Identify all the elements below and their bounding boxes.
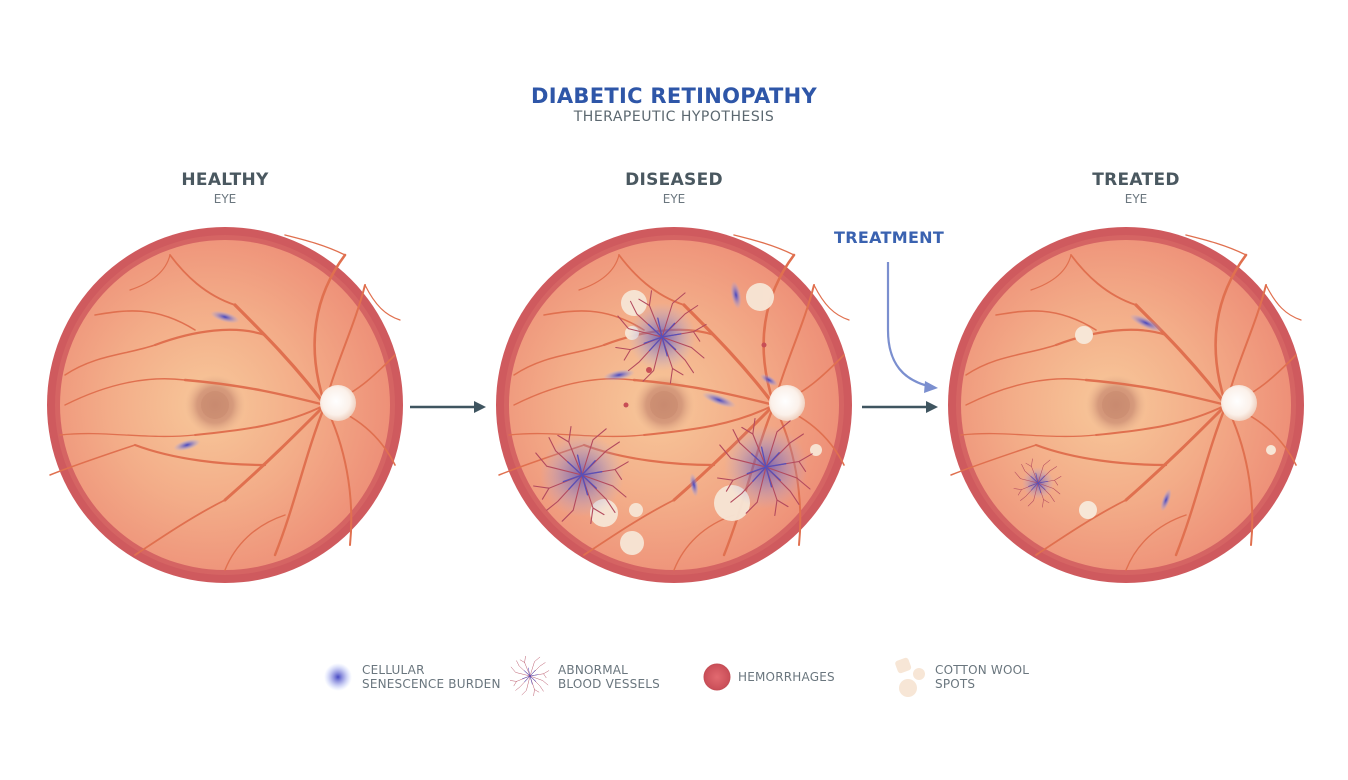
legend-cotton-wool-line2: SPOTS xyxy=(935,677,976,691)
legend-hemorrhages-line1: HEMORRHAGES xyxy=(738,670,835,684)
treatment-label: TREATMENT xyxy=(834,228,945,247)
treated-cotton-wool-spots xyxy=(1075,326,1276,519)
healthy-eye-header: HEALTHY EYE xyxy=(105,170,345,206)
page-subtitle: THERAPEUTIC HYPOTHESIS xyxy=(573,109,775,125)
diseased-hemorrhages xyxy=(623,342,767,408)
hemorrhage-icon xyxy=(703,663,731,691)
healthy-senescence-spot xyxy=(210,310,240,324)
healthy-optic-disc xyxy=(320,385,356,421)
legend-abnormal-vessels: ABNORMAL BLOOD VESSELS xyxy=(558,663,660,691)
abnormal-vessels-icon xyxy=(509,655,550,697)
diseased-eye-header: DISEASED EYE xyxy=(554,170,794,206)
treated-eye-subtitle: EYE xyxy=(1124,192,1148,206)
healthy-eye-subtitle: EYE xyxy=(213,192,237,206)
legend-senescence: CELLULAR SENESCENCE BURDEN xyxy=(362,663,501,691)
healthy-senescence-spot xyxy=(173,438,201,452)
treated-optic-disc xyxy=(1221,385,1257,421)
cotton-wool-icon xyxy=(895,657,925,697)
progression-arrow-2 xyxy=(862,401,938,413)
diseased-optic-disc xyxy=(769,385,805,421)
healthy-eye-title: HEALTHY xyxy=(181,170,269,190)
diseased-eye xyxy=(496,227,852,583)
diseased-cotton-wool-spots xyxy=(590,283,822,555)
progression-arrow-1 xyxy=(410,401,486,413)
diseased-eye-subtitle: EYE xyxy=(662,192,686,206)
healthy-eye xyxy=(47,227,403,583)
legend-senescence-line2: SENESCENCE BURDEN xyxy=(362,677,501,691)
diseased-eye-title: DISEASED xyxy=(625,170,723,190)
treated-eye-header: TREATED EYE xyxy=(1016,170,1256,206)
legend-abnormal-vessels-line2: BLOOD VESSELS xyxy=(558,677,660,691)
treated-eye-title: TREATED xyxy=(1092,170,1180,190)
legend-hemorrhages: HEMORRHAGES xyxy=(738,670,835,684)
legend-abnormal-vessels-line1: ABNORMAL xyxy=(558,663,629,677)
legend-cotton-wool: COTTON WOOL SPOTS xyxy=(935,663,1029,691)
treated-eye xyxy=(948,227,1304,583)
legend-senescence-line1: CELLULAR xyxy=(362,663,425,677)
treatment-arrow xyxy=(886,262,938,393)
page-title: DIABETIC RETINOPATHY xyxy=(531,84,817,108)
legend-cotton-wool-line1: COTTON WOOL xyxy=(935,663,1030,677)
senescence-icon xyxy=(324,663,352,691)
